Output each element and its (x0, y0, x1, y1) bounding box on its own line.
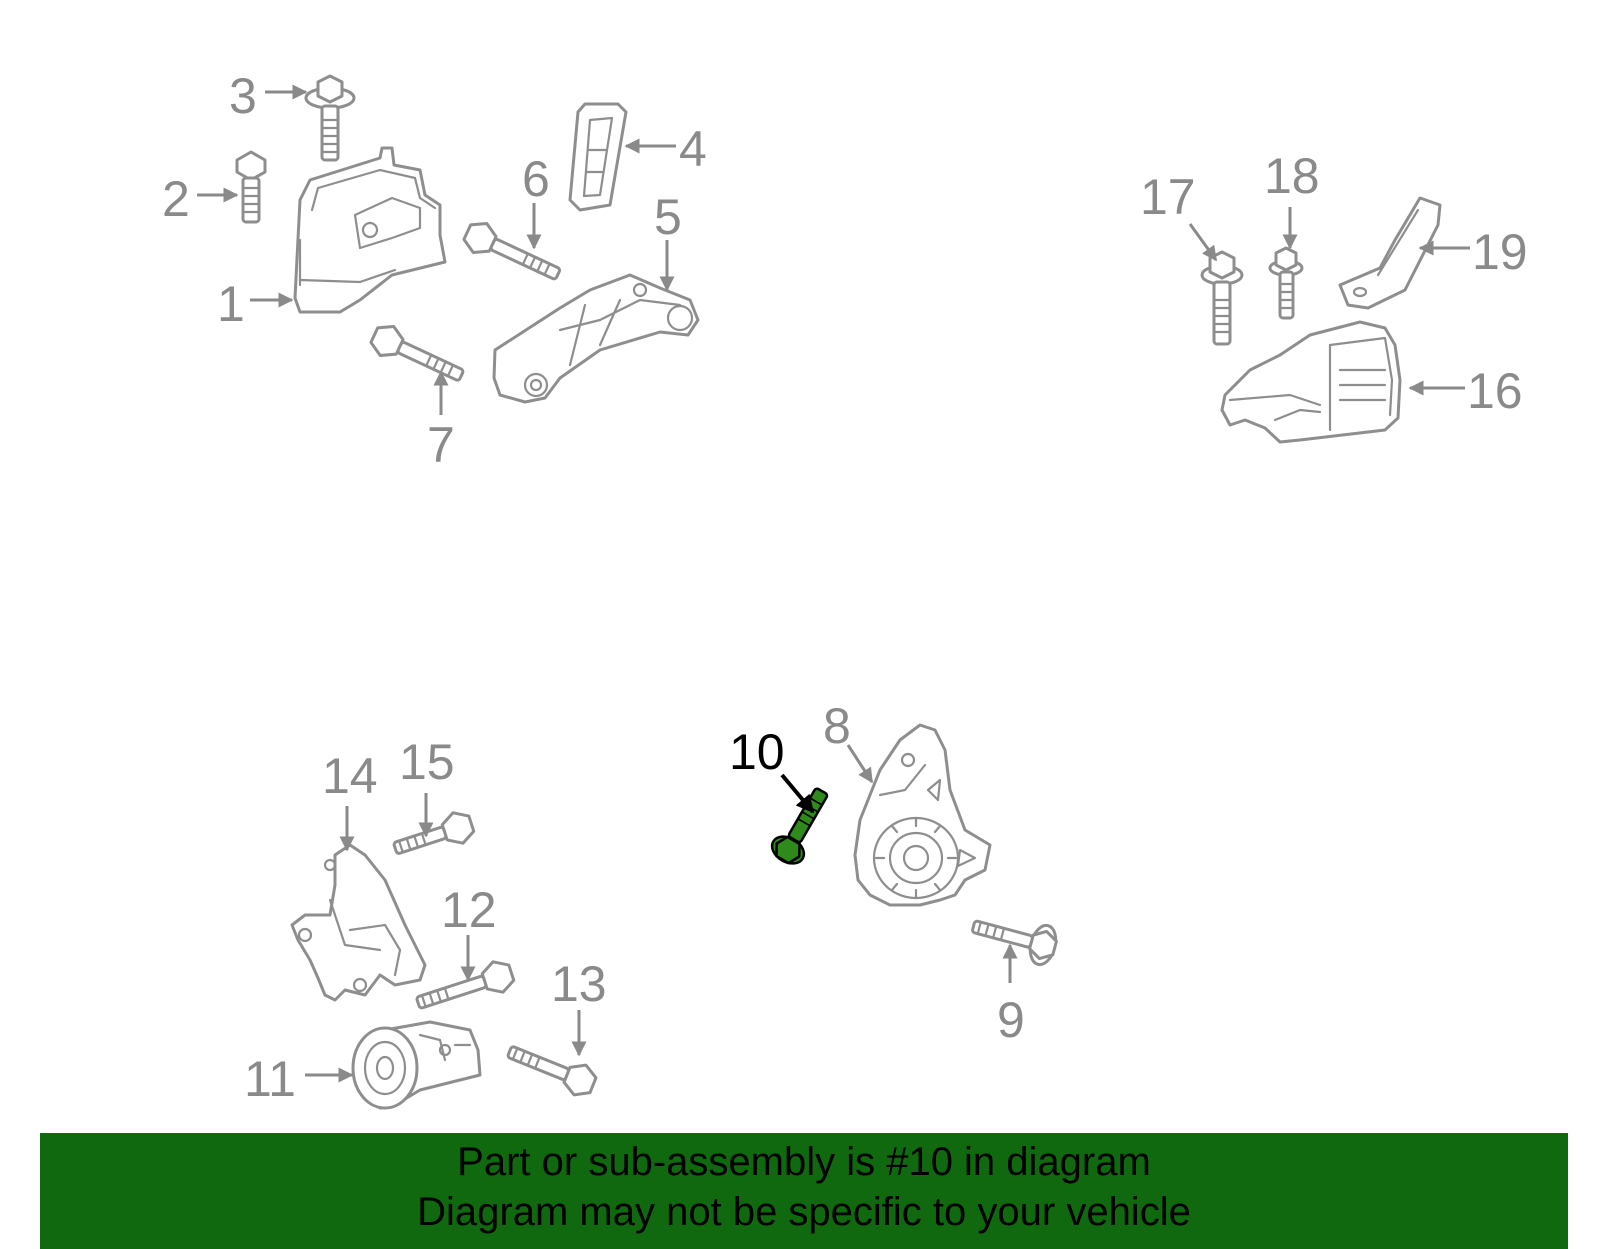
part-3-bolt[interactable] (304, 74, 356, 162)
callout-11: 11 (244, 1051, 296, 1107)
callout-5: 5 (654, 189, 682, 245)
part-6-bolt[interactable] (461, 218, 565, 289)
part-15-bolt[interactable] (390, 808, 476, 863)
part-5-torque-strut[interactable] (492, 273, 700, 404)
part-18-bolt[interactable] (1268, 246, 1304, 320)
part-1-engine-mount[interactable] (293, 146, 447, 314)
callout-8: 8 (823, 698, 851, 754)
info-banner: Part or sub-assembly is #10 in diagram D… (40, 1133, 1568, 1249)
callout-4: 4 (679, 121, 707, 177)
callout-7: 7 (427, 417, 455, 473)
callout-3: 3 (229, 68, 257, 124)
part-10-bolt-highlighted[interactable] (767, 783, 836, 869)
leader-arrow-10 (780, 773, 815, 814)
callout-18: 18 (1264, 148, 1320, 204)
part-16-transmission-mount[interactable] (1220, 320, 1402, 444)
part-19-bracket[interactable] (1338, 196, 1442, 310)
callout-19: 19 (1472, 224, 1528, 280)
part-13-bolt[interactable] (504, 1037, 599, 1100)
callout-15: 15 (399, 734, 455, 790)
callout-16: 16 (1467, 363, 1523, 419)
callout-1: 1 (217, 276, 245, 332)
callout-17: 17 (1140, 169, 1196, 225)
part-9-bolt[interactable] (968, 907, 1059, 967)
part-12-bolt[interactable] (413, 957, 516, 1018)
part-7-bolt[interactable] (368, 321, 469, 391)
callout-13: 13 (551, 956, 607, 1012)
part-2-bolt[interactable] (235, 150, 267, 224)
part-17-bolt[interactable] (1200, 250, 1244, 346)
callout-14: 14 (322, 748, 378, 804)
part-8-mount[interactable] (853, 723, 992, 907)
callout-9: 9 (997, 992, 1025, 1048)
leader-arrow-8 (846, 744, 874, 784)
callout-12: 12 (441, 882, 497, 938)
part-14-mount-bracket[interactable] (290, 843, 427, 1002)
callout-10[interactable]: 10 (729, 724, 785, 780)
part-4-bracket[interactable] (568, 102, 628, 212)
leader-arrow-17 (1188, 223, 1218, 262)
callout-6: 6 (522, 151, 550, 207)
banner-line-disclaimer: Diagram may not be specific to your vehi… (417, 1190, 1191, 1234)
part-11-mount[interactable] (351, 1020, 482, 1110)
callout-2: 2 (162, 171, 190, 227)
banner-line-part: Part or sub-assembly is #10 in diagram (457, 1140, 1151, 1184)
